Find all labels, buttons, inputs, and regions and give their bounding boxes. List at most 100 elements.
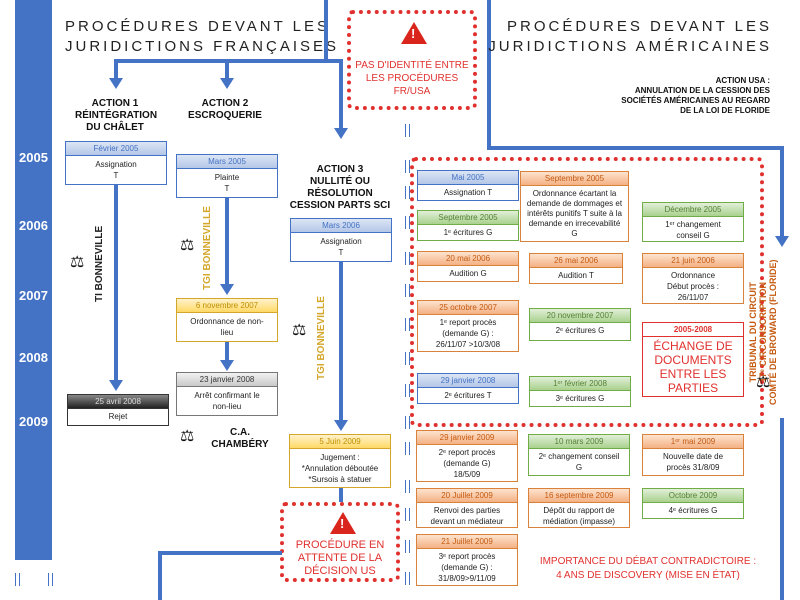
event-date: 1ᵉʳ février 2008 [530,377,630,391]
year-label: 2005 [19,150,48,165]
event-date: 21 juin 2006 [643,254,743,268]
event-text: non-lieu [212,402,242,411]
event-date: 10 mars 2009 [529,435,629,449]
event-text: Assignation T [443,188,493,197]
connector-line [114,185,118,380]
callout-line: FR/USA [393,86,431,97]
event-date: 20 novembre 2007 [530,309,630,323]
event-text: (demande G) : [441,563,493,572]
no-identity-callout: ! PAS D'IDENTITÉ ENTRE LES PROCÉDURES FR… [347,10,477,110]
event-text: 31/8/09>9/11/09 [438,574,496,583]
arrow-down-icon [220,360,234,371]
warning-icon: ! [401,22,427,44]
action-line: ACTION USA : [715,76,770,85]
connector-line [487,0,491,148]
event-box: 5 Juin 2009 Jugement :*Annulation débout… [289,434,391,488]
action-line: ANNULATION DE LA CESSION DES [634,86,770,95]
event-text: *Sursois à statuer [308,475,372,484]
event-text: 2ᵉ écritures G [555,326,605,335]
event-text: Dépôt du rapport de [543,506,615,515]
action-line: DE LA LOI DE FLORIDE [680,106,770,115]
callout-line: LES PROCÉDURES [365,73,459,84]
event-date: 23 janvier 2008 [177,373,277,387]
event-text: ÉCHANGE DE [653,339,733,353]
event-date: 25 avril 2008 [68,395,168,409]
break-mark [405,216,410,229]
year-label: 2008 [19,350,48,365]
action-usa-header: ACTION USA : ANNULATION DE LA CESSION DE… [621,76,770,116]
event-text: Audition T [558,271,594,280]
event-date: Décembre 2005 [643,203,743,217]
event-date: 5 Juin 2009 [290,435,390,449]
break-mark [405,284,410,297]
connector-line [225,198,229,286]
event-text: procès 31/8/09 [666,463,720,472]
connector-line [487,146,783,150]
break-mark [405,384,410,397]
break-mark [405,480,410,493]
break-mark [15,573,20,586]
event-text: Arrêt confirmant le [194,391,260,400]
connector-line [339,59,343,129]
event-text: Ordonnance écartant la [532,189,617,198]
court-label-tgi: TGI BONNEVILLE [202,206,213,290]
callout-line: DÉCISION US [304,565,376,577]
action-line: ACTION 3 [316,164,364,175]
break-mark [405,318,410,331]
scale-of-justice-icon: ⚖ [70,254,85,271]
arrow-down-icon [334,128,348,139]
event-text: *Annulation déboutée [301,464,379,473]
scale-of-justice-icon: ⚖ [180,428,195,445]
court-label-ti: TI BONNEVILLE [94,225,105,302]
arrow-down-icon [334,420,348,431]
event-date: 29 janvier 2008 [418,374,518,388]
note-line: 4 ANS DE DISCOVERY (MISE EN ÉTAT) [556,570,740,581]
event-text: Audition G [449,269,487,278]
event-date: 6 novembre 2007 [177,299,277,313]
event-date: 1ᵉʳ mai 2009 [643,435,743,449]
connector-line [324,59,341,63]
action-line: ACTION 1 [91,98,139,109]
pending-procedure-callout: ! PROCÉDURE EN ATTENTE DE LA DÉCISION US [280,502,400,582]
connector-line [339,488,343,502]
scale-of-justice-icon: ⚖ [756,374,771,391]
event-text: demande en irrecevabilité [528,219,621,228]
event-text: DOCUMENTS [654,353,732,367]
event-text: lieu [220,328,234,337]
event-date: 26 mai 2006 [530,254,622,268]
event-date: 20 mai 2006 [418,252,518,266]
connector-line [324,0,328,62]
title-line: PROCÉDURES DEVANT LES [65,18,330,35]
action-2-header: ACTION 2 ESCROQUERIE [185,98,265,122]
event-text: 3ᵉ écritures G [555,394,605,403]
scale-of-justice-icon: ⚖ [180,237,195,254]
connector-line [158,551,282,555]
event-text: ENTRE LES [659,367,727,381]
action-line: ACTION 2 [201,98,249,109]
break-mark [405,252,410,265]
event-text: Assignation [320,237,362,246]
event-text: intérêts punitifs T suite à la [527,209,622,218]
event-text: 1ᵉʳ changement [665,220,721,229]
event-text: T [113,171,119,180]
event-date: 16 septembre 2009 [529,489,629,503]
callout-line: ATTENTE DE LA [297,552,383,564]
french-section-title: PROCÉDURES DEVANT LES JURIDICTIONS FRANÇ… [65,17,339,57]
arrow-down-icon [220,284,234,295]
event-date: Septembre 2005 [418,211,518,225]
connector-line [339,262,343,422]
event-box: 25 avril 2008 Rejet [67,394,169,426]
court-line: C.A. [230,427,250,438]
break-mark [405,572,410,585]
event-text: conseil G [676,231,710,240]
action-line: ESCROQUERIE [188,110,262,121]
year-label: 2007 [19,288,48,303]
